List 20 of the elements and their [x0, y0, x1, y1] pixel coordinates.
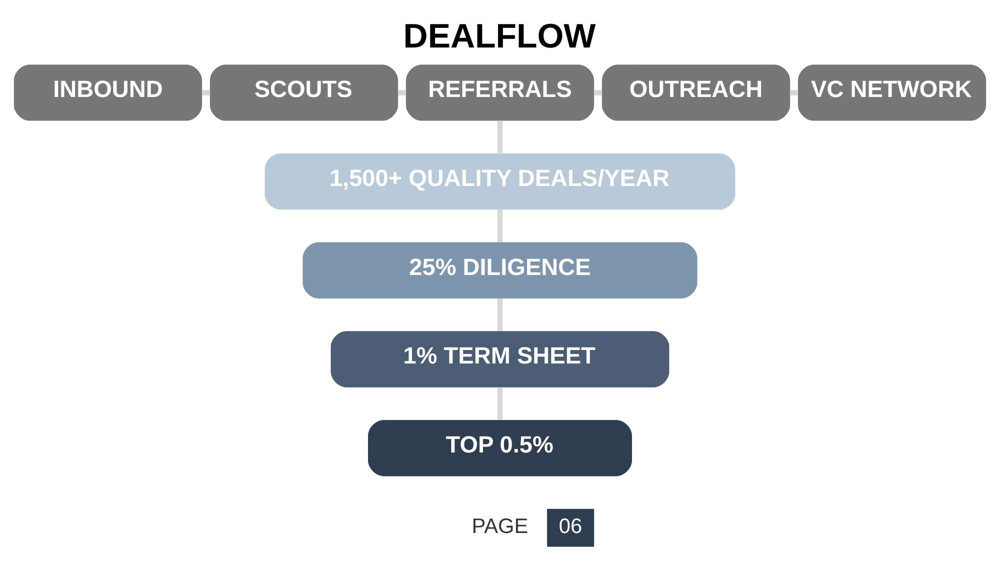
connector — [594, 90, 602, 96]
node-box: TOP 0.5% — [368, 420, 632, 476]
node-box: INBOUND — [14, 64, 202, 121]
connector — [497, 120, 503, 154]
connector — [497, 298, 503, 331]
connector — [497, 387, 503, 420]
connector — [497, 210, 503, 242]
connector — [790, 90, 798, 96]
diagram-title: DEALFLOW — [403, 17, 596, 56]
node-box: VC NETWORK — [798, 64, 986, 121]
connector — [202, 90, 210, 96]
label: 06 — [558, 514, 582, 538]
node-box: OUTREACH — [602, 64, 790, 121]
node-box: 1,500+ QUALITY DEALS/YEAR — [264, 153, 736, 210]
node-box: REFERRALS — [406, 64, 594, 121]
label: PAGE — [472, 514, 528, 538]
connector — [398, 90, 406, 96]
node-box: 1% TERM SHEET — [330, 331, 670, 388]
node-box: SCOUTS — [210, 64, 398, 121]
node-box: 25% DILIGENCE — [302, 242, 698, 298]
